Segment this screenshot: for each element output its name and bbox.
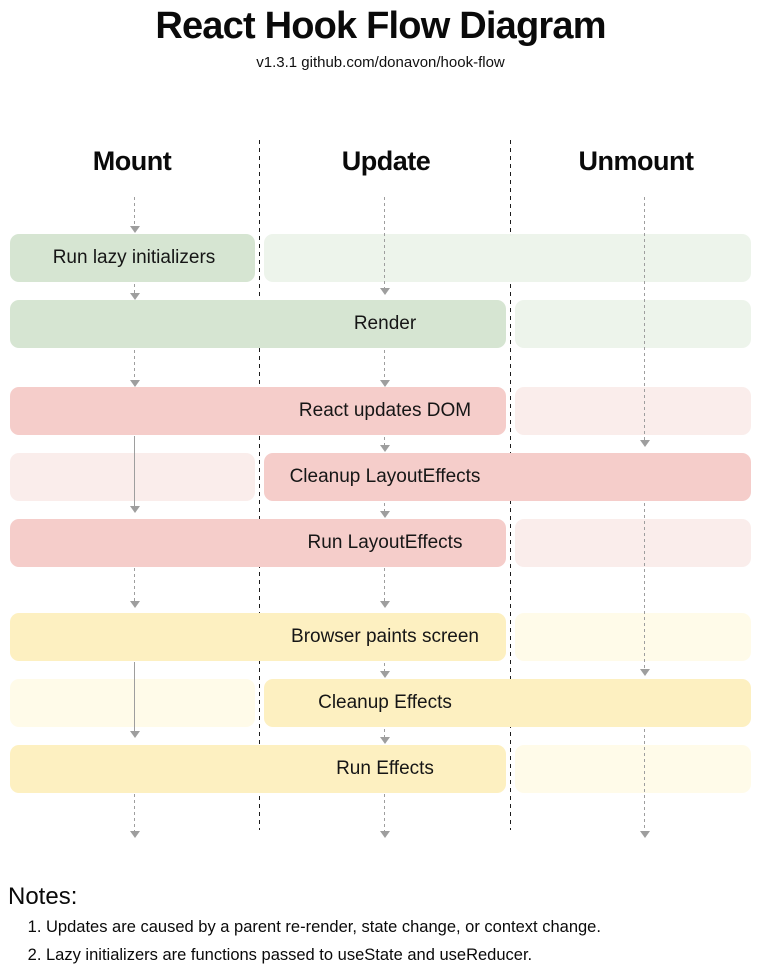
row-label: Run Effects: [336, 758, 434, 779]
row-segment: [515, 613, 751, 661]
row-segment: [515, 300, 751, 348]
arrow-down-icon: [129, 226, 140, 233]
arrow-line: [384, 794, 385, 831]
column-header-update: Update: [341, 146, 431, 176]
row-segment: [515, 745, 751, 793]
row-label: Cleanup LayoutEffects: [289, 466, 481, 487]
arrow-down-icon: [379, 445, 390, 452]
row-segment: [264, 234, 751, 282]
row-label: Render: [353, 313, 417, 334]
arrow-line: [384, 503, 385, 511]
row-segment: [10, 300, 506, 348]
arrow-line: [134, 284, 135, 293]
arrow-down-icon: [639, 831, 650, 838]
row-segment: [515, 519, 751, 567]
arrow-down-icon: [379, 671, 390, 678]
row-segment: [10, 453, 255, 501]
arrow-down-icon: [129, 601, 140, 608]
arrow-line: [134, 350, 135, 380]
column-header-unmount: Unmount: [578, 146, 694, 176]
arrow-down-icon: [379, 601, 390, 608]
arrow-down-icon: [379, 380, 390, 387]
arrow-down-icon: [379, 831, 390, 838]
arrow-down-icon: [639, 440, 650, 447]
column-divider: [259, 140, 260, 830]
row-label: Browser paints screen: [291, 626, 479, 647]
arrow-line: [384, 350, 385, 380]
arrow-down-icon: [639, 669, 650, 676]
row-segment: [264, 453, 751, 501]
row-segment: [10, 613, 506, 661]
arrow-down-icon: [129, 293, 140, 300]
arrow-down-icon: [379, 737, 390, 744]
arrow-line: [134, 662, 135, 731]
row-label: Run lazy initializers: [52, 247, 216, 268]
arrow-down-icon: [129, 506, 140, 513]
row-segment: [10, 745, 506, 793]
arrow-line: [644, 729, 645, 831]
row-segment: [10, 519, 506, 567]
arrow-line: [644, 197, 645, 440]
note-item: Updates are caused by a parent re-render…: [46, 917, 601, 937]
arrow-line: [384, 729, 385, 737]
row-segment: [515, 387, 751, 435]
arrow-line: [384, 568, 385, 601]
arrow-down-icon: [129, 380, 140, 387]
row-label: Cleanup Effects: [318, 692, 452, 713]
row-segment: [10, 679, 255, 727]
notes-heading: Notes:: [8, 883, 78, 910]
arrow-line: [384, 437, 385, 445]
arrow-line: [384, 197, 385, 288]
arrow-line: [134, 436, 135, 506]
notes-list: Updates are caused by a parent re-render…: [8, 917, 601, 969]
arrow-line: [384, 663, 385, 671]
row-segment: [10, 234, 255, 282]
arrow-line: [134, 568, 135, 601]
row-label: Run LayoutEffects: [307, 532, 463, 553]
row-segment: [10, 387, 506, 435]
row-segment: [264, 679, 751, 727]
note-item: Lazy initializers are functions passed t…: [46, 945, 601, 965]
page-subtitle: v1.3.1 github.com/donavon/hook-flow: [256, 54, 505, 71]
arrow-down-icon: [129, 731, 140, 738]
arrow-line: [644, 503, 645, 669]
column-header-mount: Mount: [92, 146, 172, 176]
arrow-line: [134, 794, 135, 831]
arrow-down-icon: [129, 831, 140, 838]
arrow-line: [134, 197, 135, 226]
row-label: React updates DOM: [298, 400, 472, 421]
arrow-down-icon: [379, 288, 390, 295]
arrow-down-icon: [379, 511, 390, 518]
page-title: React Hook Flow Diagram: [155, 5, 606, 47]
